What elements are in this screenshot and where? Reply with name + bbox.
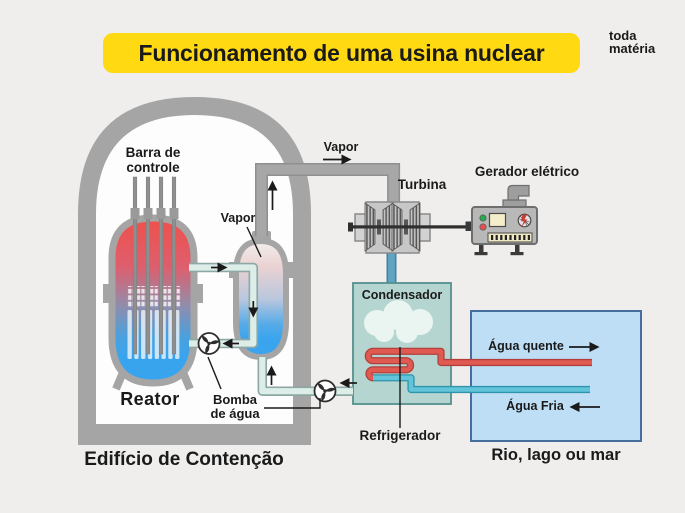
voltage-dial-icon <box>517 213 532 228</box>
logo-line-2: matéria <box>609 40 656 56</box>
pointer-lines <box>207 226 401 428</box>
electric-generator <box>465 184 538 256</box>
label-condenser: Condensador <box>361 288 443 302</box>
steam-generator <box>229 231 293 361</box>
label-water-pump: Bomba de água <box>210 392 260 422</box>
exhaust-pipe-icon <box>507 184 530 201</box>
cooling-coil <box>364 347 592 394</box>
control-rods <box>130 176 179 355</box>
reactor-vessel <box>103 176 203 391</box>
pointer-line-pump1 <box>207 356 222 390</box>
label-control-rods: Barra de controle <box>125 145 181 175</box>
condenser <box>352 282 592 405</box>
logo: toda matéria <box>609 28 656 56</box>
pointer-line-pump2 <box>264 398 321 409</box>
water-body <box>470 310 642 442</box>
label-generator: Gerador elétrico <box>474 164 580 179</box>
label-turbine: Turbina <box>397 177 447 192</box>
label-hot-water: Água quente <box>488 339 564 353</box>
title-banner: Funcionamento de uma usina nuclear <box>103 33 580 73</box>
logo-line-1: toda <box>609 28 637 43</box>
label-containment: Edifício de Contenção <box>84 449 284 470</box>
turbine-shaft <box>348 222 472 232</box>
generator-screen <box>488 212 507 228</box>
turbine <box>348 201 472 254</box>
pointer-line-vapor <box>246 226 262 258</box>
pump-icon <box>313 379 337 403</box>
label-cold-water: Água Fria <box>506 399 564 413</box>
pump-icon <box>197 332 221 355</box>
flow-arrows <box>211 154 600 413</box>
steam-pipe <box>255 163 401 236</box>
label-vapor-outer: Vapor <box>323 140 359 154</box>
green-indicator-light <box>479 214 487 222</box>
label-cooler: Refrigerador <box>359 428 441 443</box>
red-indicator-light <box>479 223 487 231</box>
generator-vent <box>487 232 533 243</box>
label-reactor: Reator <box>120 389 180 409</box>
label-vapor-inner: Vapor <box>220 211 256 225</box>
label-water-body: Rio, lago ou mar <box>491 446 621 464</box>
cloud-icon <box>364 300 433 343</box>
